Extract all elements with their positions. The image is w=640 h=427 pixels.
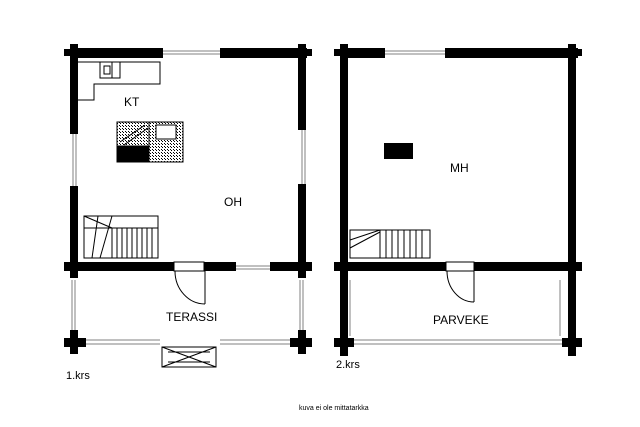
- floor-label-2: 2.krs: [336, 359, 360, 371]
- floor-2-plan: [334, 44, 582, 356]
- entry-steps: [161, 346, 217, 368]
- room-label-kitchen: KT: [124, 95, 140, 109]
- floor-1-walls: [64, 44, 312, 354]
- floor-label-1: 1.krs: [66, 370, 90, 382]
- chimney: [384, 143, 413, 159]
- floor-2-walls: [334, 44, 582, 356]
- balcony-door: [445, 261, 475, 303]
- room-label-terrace: TERASSI: [166, 310, 218, 324]
- scale-note: kuva ei ole mittatarkka: [299, 405, 369, 412]
- room-label-balcony: PARVEKE: [433, 313, 489, 327]
- room-label-living-room: OH: [224, 195, 242, 209]
- staircase-floor-1: [83, 215, 159, 259]
- floor-1-plan: [64, 44, 312, 368]
- room-label-bedroom: MH: [450, 161, 469, 175]
- kitchen-counter: [78, 61, 161, 101]
- staircase-floor-2: [349, 229, 431, 259]
- terrace-door: [173, 261, 206, 305]
- fireplace: [116, 121, 184, 163]
